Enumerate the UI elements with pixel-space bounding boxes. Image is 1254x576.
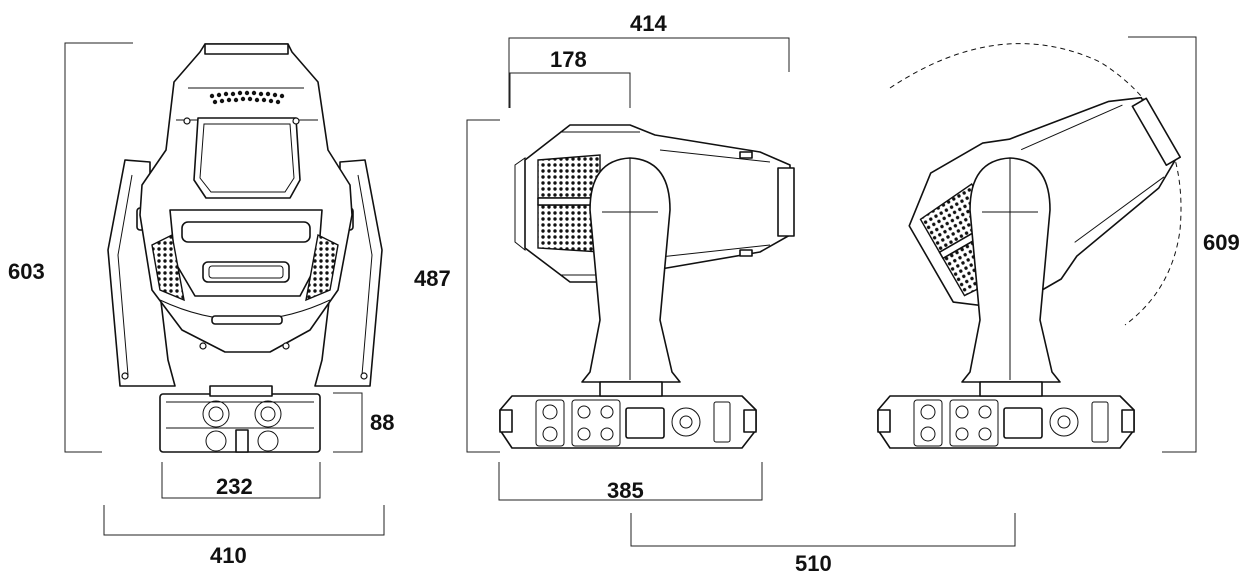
dim-front-height: 603 xyxy=(8,259,45,284)
side-view xyxy=(466,37,795,501)
dim-front-base-height: 88 xyxy=(370,410,394,435)
front-view xyxy=(64,42,385,536)
dim-front-base-width: 232 xyxy=(216,474,253,499)
dim-side-total-length: 414 xyxy=(630,11,667,36)
tilted-view xyxy=(630,36,1197,547)
dim-tilted-height: 609 xyxy=(1203,230,1240,255)
dim-side-base-width: 385 xyxy=(607,478,644,503)
dim-tilted-span: 510 xyxy=(795,551,832,576)
dim-side-height: 487 xyxy=(414,266,451,291)
dim-side-head-length: 178 xyxy=(550,47,587,72)
dim-front-total-width: 410 xyxy=(210,543,247,568)
tilt-arc xyxy=(889,43,1182,326)
